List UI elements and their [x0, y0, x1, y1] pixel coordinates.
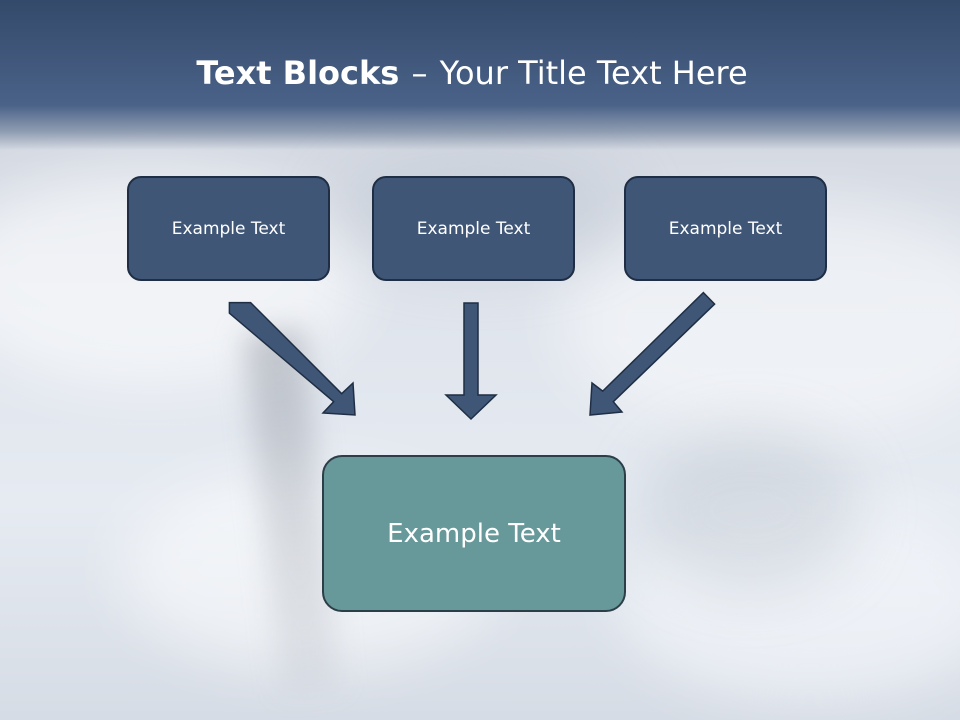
- title-bar: Text Blocks – Your Title Text Here: [0, 0, 960, 150]
- text-block-right[interactable]: Example Text: [624, 176, 827, 281]
- title-bold-part: Text Blocks: [196, 54, 400, 92]
- slide-title: Text Blocks – Your Title Text Here: [0, 54, 944, 92]
- text-block-middle-label: Example Text: [416, 218, 531, 239]
- background-cloud: [640, 430, 860, 590]
- title-regular-part: Your Title Text Here: [439, 54, 748, 92]
- background-cloud: [620, 500, 960, 700]
- text-block-center[interactable]: Example Text: [322, 455, 626, 612]
- arrow-left-to-center: [228, 301, 356, 416]
- title-separator: –: [411, 54, 428, 92]
- text-block-left-label: Example Text: [171, 218, 286, 239]
- text-block-middle[interactable]: Example Text: [372, 176, 575, 281]
- arrow-middle-to-center: [444, 302, 498, 421]
- text-block-right-label: Example Text: [668, 218, 783, 239]
- text-block-left[interactable]: Example Text: [127, 176, 330, 281]
- arrow-right-to-center: [589, 291, 716, 416]
- text-block-center-label: Example Text: [387, 518, 561, 549]
